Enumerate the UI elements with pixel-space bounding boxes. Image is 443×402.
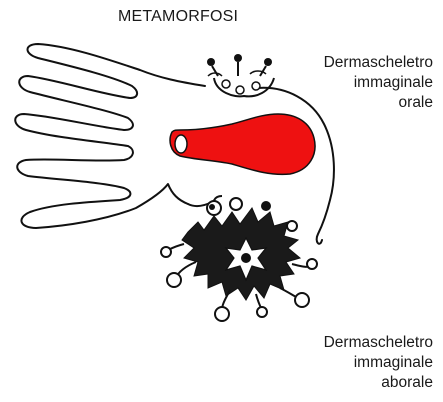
oral-skeleton-rudiment bbox=[207, 54, 274, 96]
stomach-shape bbox=[170, 114, 315, 174]
aboral-skeleton-rudiment bbox=[161, 196, 317, 321]
stomach-opening bbox=[175, 135, 187, 153]
